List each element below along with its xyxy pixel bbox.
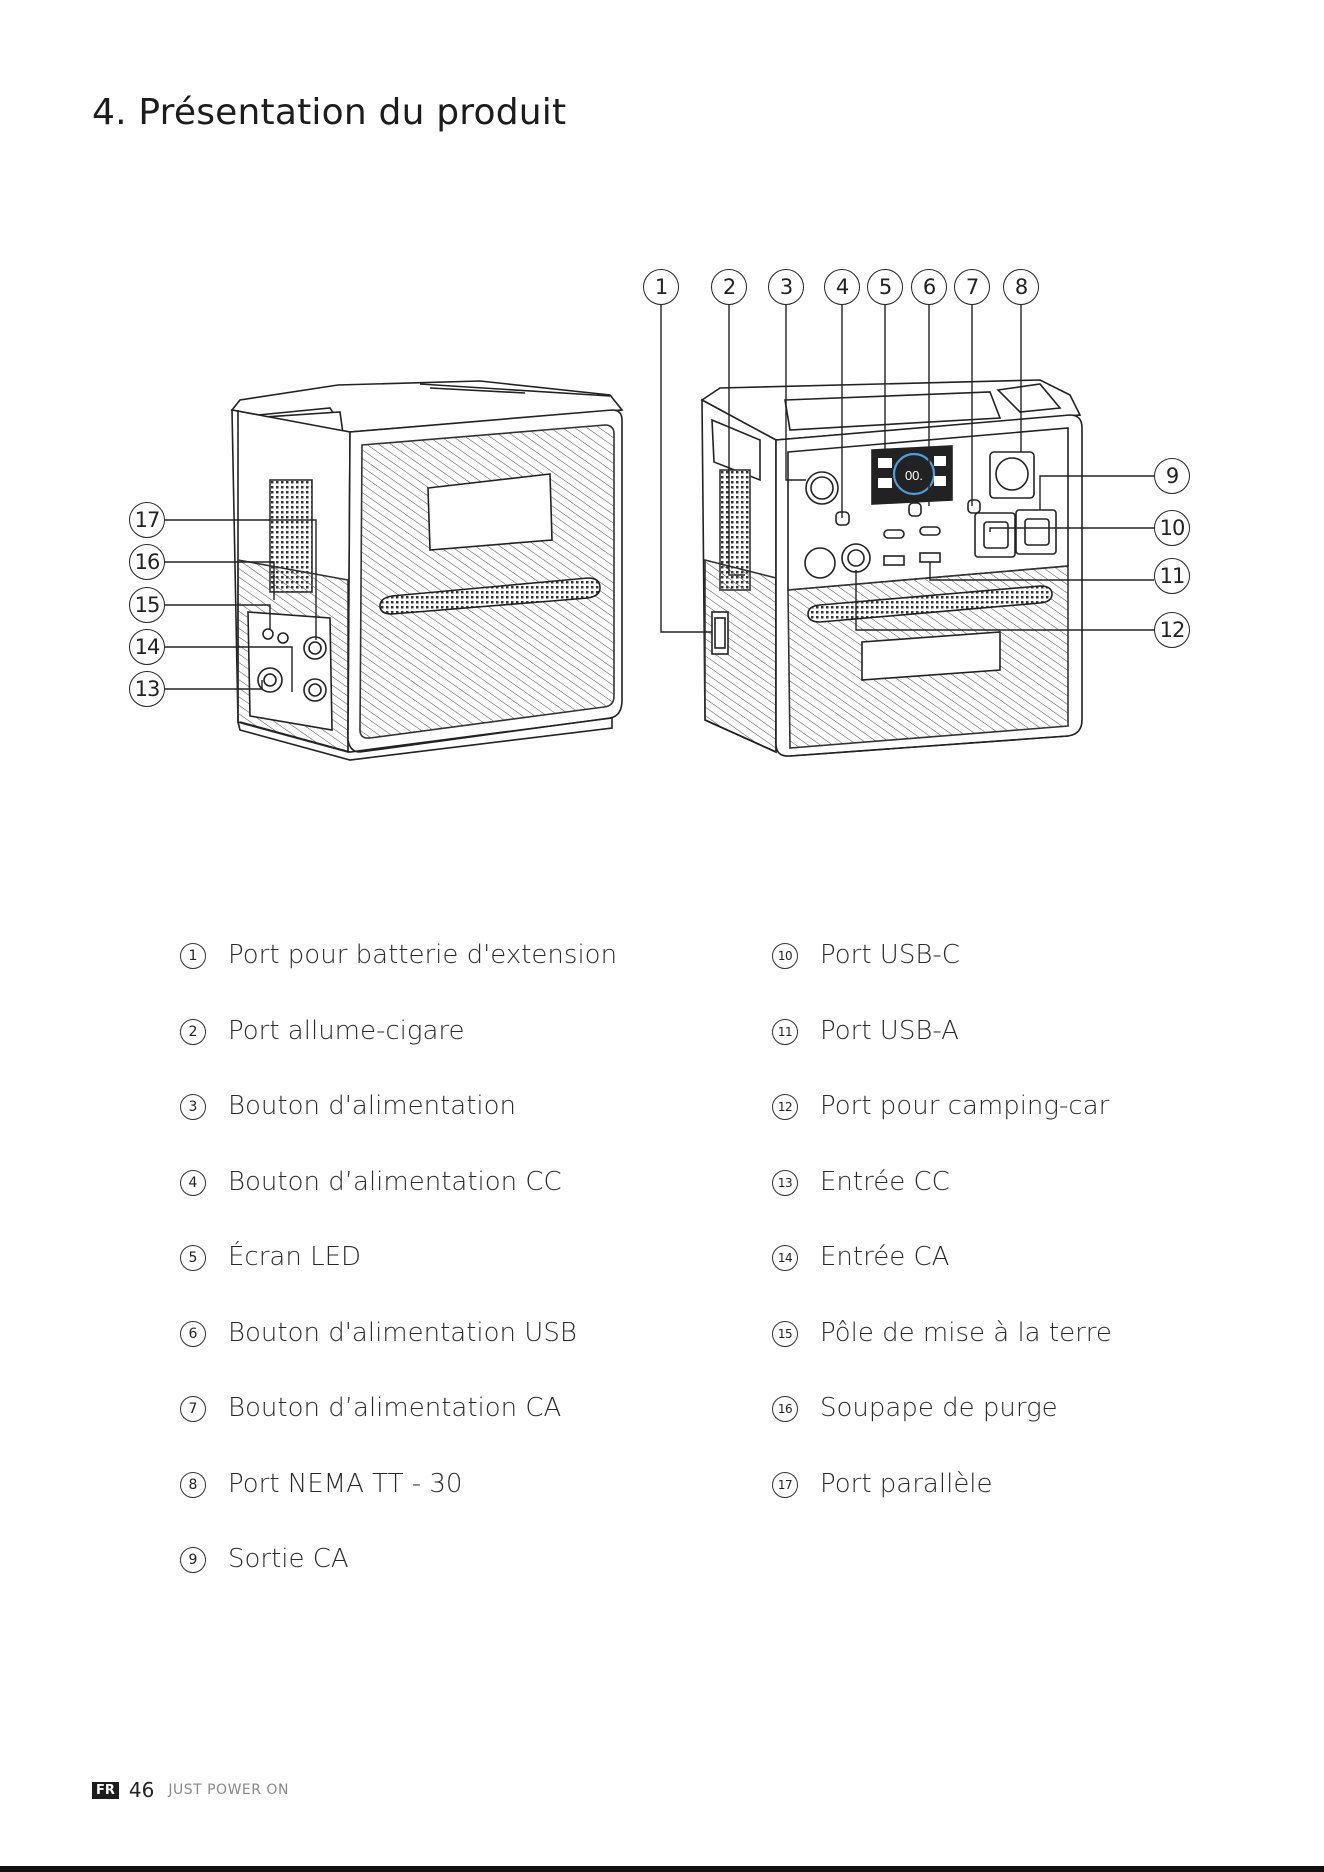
legend-number: 14 — [772, 1245, 798, 1271]
legend-item: 7 Bouton d’alimentation CA — [180, 1393, 617, 1469]
legend-item: 14 Entrée CA — [772, 1242, 1112, 1318]
legend-item: 17 Port parallèle — [772, 1469, 1112, 1545]
callout-12: 12 — [1154, 612, 1190, 648]
legend-label: Port NEMA TT - 30 — [228, 1468, 463, 1499]
callout-10: 10 — [1154, 510, 1190, 546]
language-badge: FR — [92, 1781, 119, 1799]
legend-item: 3 Bouton d'alimentation — [180, 1091, 617, 1167]
legend-number: 4 — [180, 1169, 206, 1196]
leader-lines — [165, 303, 1154, 692]
page-title: 4. Présentation du produit — [92, 92, 567, 133]
legend-number: 12 — [772, 1094, 798, 1120]
legend-label: Entrée CA — [820, 1242, 950, 1272]
legend-item: 1 Port pour batterie d'extension — [180, 940, 617, 1016]
legend-label: Soupape de purge — [820, 1393, 1058, 1423]
callout-5: 5 — [867, 269, 903, 305]
callout-4: 4 — [824, 269, 860, 305]
callout-16: 16 — [129, 544, 165, 580]
legend-number: 7 — [180, 1396, 206, 1422]
legend-left: 1 Port pour batterie d'extension 2 Port al… — [180, 940, 617, 1620]
legend-item: 8 Port NEMA TT - 30 — [180, 1469, 617, 1545]
callout-2: 2 — [711, 269, 747, 305]
legend-number: 8 — [180, 1471, 206, 1498]
legend-item: 4 Bouton d’alimentation CC — [180, 1167, 617, 1243]
callout-8: 8 — [1003, 269, 1039, 305]
legend-label: Écran LED — [228, 1242, 362, 1272]
legend-number: 1 — [180, 943, 206, 969]
callout-9: 9 — [1154, 458, 1190, 494]
legend-number: 13 — [772, 1169, 798, 1196]
legend-number: 17 — [772, 1471, 798, 1498]
legend-number: 10 — [772, 943, 798, 969]
legend-label: Port USB-C — [820, 940, 960, 970]
legend-label: Port pour batterie d'extension — [228, 940, 618, 970]
legend-number: 11 — [772, 1018, 798, 1045]
callout-1: 1 — [643, 269, 679, 305]
legend-label: Pôle de mise à la terre — [820, 1317, 1112, 1348]
legend-item: 9 Sortie CA — [180, 1544, 617, 1620]
legend-number: 6 — [180, 1320, 206, 1347]
legend-label: Port pour camping-car — [820, 1091, 1110, 1121]
rear-view-unit — [230, 380, 624, 761]
footer-slogan: JUST POWER ON — [168, 1782, 289, 1798]
legend-label: Bouton d’alimentation CA — [228, 1393, 562, 1423]
front-view-unit: 00. — [700, 379, 1083, 757]
legend-item: 2 Port allume-cigare — [180, 1016, 617, 1092]
legend-item: 10 Port USB-C — [772, 940, 1112, 1016]
legend-item: 16 Soupape de purge — [772, 1393, 1112, 1469]
legend-item: 15 Pôle de mise à la terre — [772, 1318, 1112, 1394]
callout-7: 7 — [954, 269, 990, 305]
lcd-reading: 00. — [905, 468, 923, 483]
callout-15: 15 — [129, 587, 165, 623]
bottom-bar — [0, 1866, 1324, 1872]
callout-3: 3 — [768, 269, 804, 305]
legend-item: 12 Port pour camping-car — [772, 1091, 1112, 1167]
legend-item: 13 Entrée CC — [772, 1167, 1112, 1243]
callout-6: 6 — [911, 269, 947, 305]
product-diagram: 00. — [165, 303, 1154, 761]
legend-number: 9 — [180, 1547, 206, 1573]
legend-label: Port USB-A — [820, 1015, 959, 1046]
legend-number: 15 — [772, 1320, 798, 1347]
legend-label: Bouton d'alimentation USB — [228, 1317, 577, 1348]
legend-item: 5 Écran LED — [180, 1242, 617, 1318]
callout-11: 11 — [1154, 558, 1190, 594]
legend-number: 2 — [180, 1018, 206, 1045]
legend-number: 16 — [772, 1396, 798, 1422]
callout-13: 13 — [129, 671, 165, 707]
callout-17: 17 — [129, 502, 165, 538]
legend-label: Bouton d'alimentation — [228, 1091, 517, 1121]
legend-label: Sortie CA — [228, 1544, 349, 1574]
page-footer: FR 46 JUST POWER ON — [92, 1778, 289, 1802]
legend-number: 5 — [180, 1245, 206, 1271]
legend-item: 11 Port USB-A — [772, 1016, 1112, 1092]
legend-label: Bouton d’alimentation CC — [228, 1166, 562, 1197]
legend-item: 6 Bouton d'alimentation USB — [180, 1318, 617, 1394]
legend-label: Port allume-cigare — [228, 1015, 465, 1046]
legend-label: Port parallèle — [820, 1468, 993, 1499]
legend-label: Entrée CC — [820, 1166, 950, 1197]
legend-right: 10 Port USB-C 11 Port USB-A 12 Port pour ca… — [772, 940, 1112, 1544]
callout-14: 14 — [129, 629, 165, 665]
page-number: 46 — [128, 1778, 155, 1802]
legend-number: 3 — [180, 1094, 206, 1120]
